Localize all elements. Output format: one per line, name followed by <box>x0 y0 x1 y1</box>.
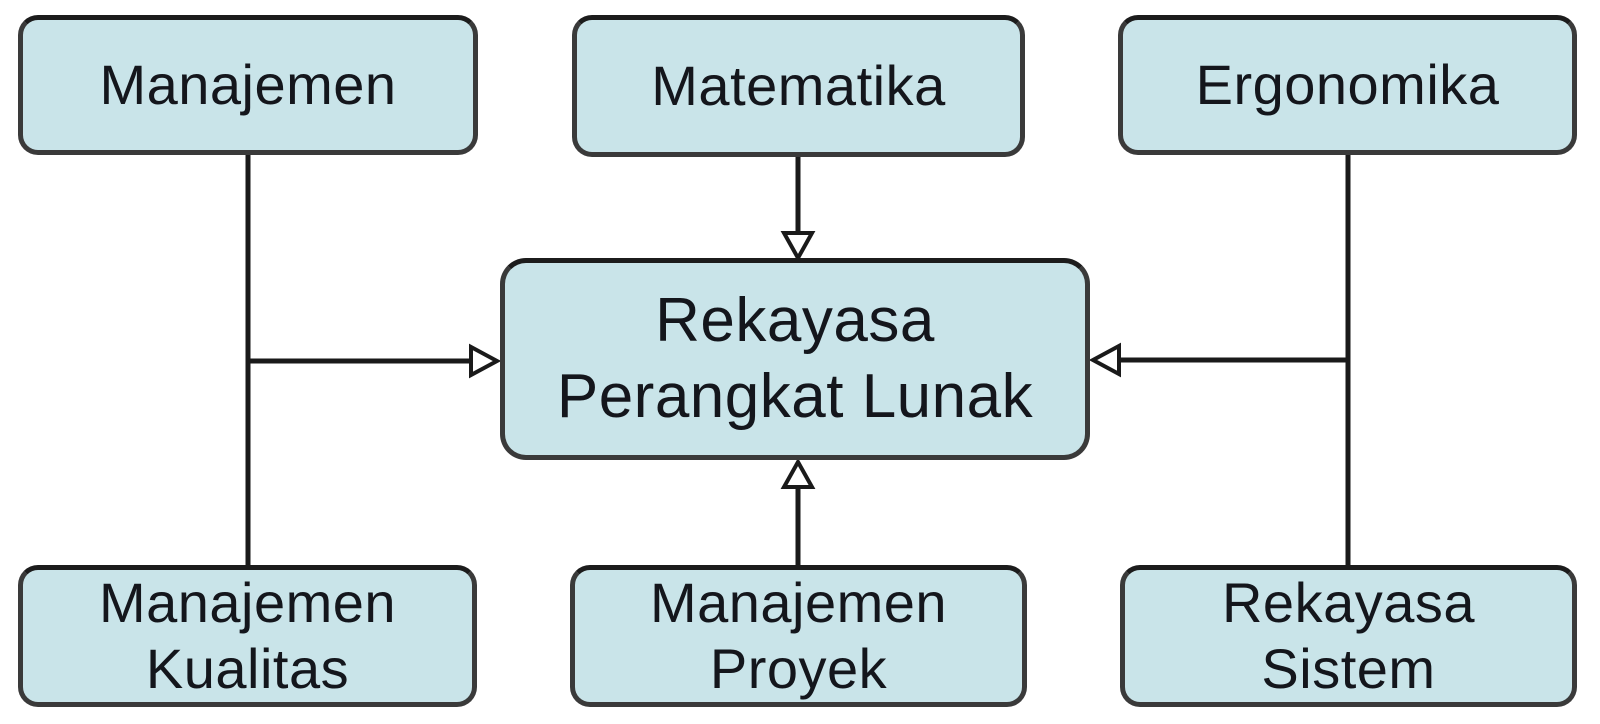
node-manajemen-kualitas: Manajemen Kualitas <box>18 565 477 707</box>
node-matematika: Matematika <box>572 15 1025 157</box>
node-manajemen-proyek: Manajemen Proyek <box>570 565 1027 707</box>
node-manajemen-proyek-label-line1: Manajemen <box>649 570 948 634</box>
bottom-open-triangle-arrowhead-icon <box>780 457 816 489</box>
node-manajemen-kualitas-label-line2: Kualitas <box>145 637 350 700</box>
node-manajemen-proyek-label-line2: Proyek <box>709 637 888 700</box>
node-rekayasa-sistem-label-line1: Rekayasa <box>1221 570 1476 634</box>
node-rekayasa-perangkat-lunak: Rekayasa Perangkat Lunak <box>500 258 1090 460</box>
node-rekayasa-sistem-label-line2: Sistem <box>1261 637 1436 700</box>
node-manajemen-label: Manajemen <box>99 52 397 116</box>
node-rekayasa-sistem: Rekayasa Sistem <box>1120 565 1577 707</box>
node-ergonomika-label: Ergonomika <box>1195 52 1500 116</box>
left-branch-open-triangle-arrowhead-icon <box>469 343 502 379</box>
node-ergonomika: Ergonomika <box>1118 15 1577 155</box>
node-matematika-label: Matematika <box>651 53 946 117</box>
node-center-label-line2: Perangkat Lunak <box>556 362 1034 431</box>
node-manajemen: Manajemen <box>18 15 478 155</box>
node-manajemen-kualitas-label-line1: Manajemen <box>98 570 397 634</box>
node-center-label-line1: Rekayasa <box>655 286 935 356</box>
right-branch-open-triangle-arrowhead-icon <box>1088 342 1121 378</box>
top-open-triangle-arrowhead-icon <box>780 231 816 263</box>
